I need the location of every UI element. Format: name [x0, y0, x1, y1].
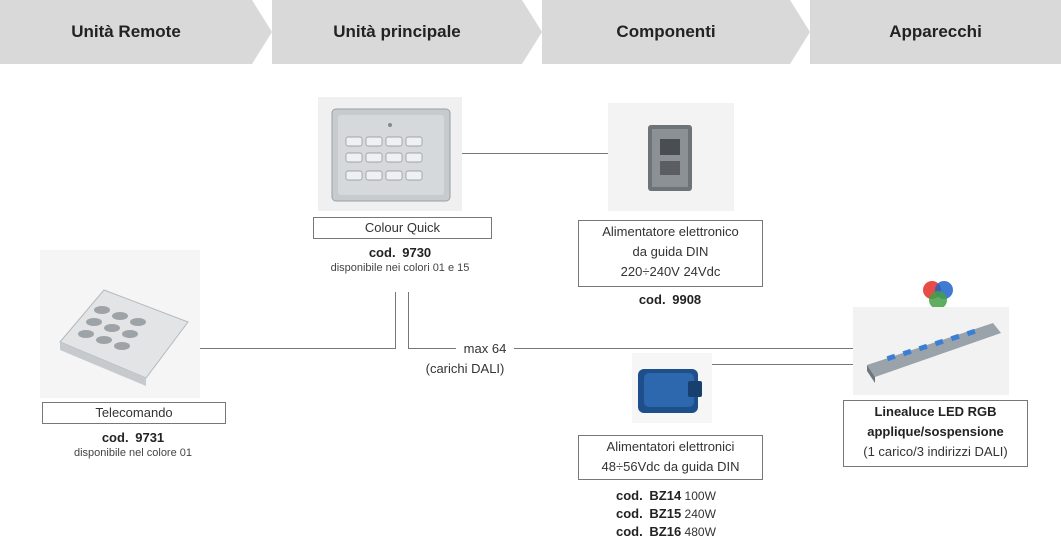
connector-bus-right [514, 348, 866, 349]
colour-quick-code: cod. 9730 [300, 245, 500, 260]
header-componenti: Componenti [542, 0, 810, 64]
code-prefix: cod. [616, 488, 643, 503]
linealuce-luminaire-image [853, 307, 1009, 395]
header-unita-remote: Unità Remote [0, 0, 272, 64]
code-number: 9908 [672, 292, 702, 307]
din-psu-line2: da guida DIN [632, 244, 709, 259]
din-psu-label-box: Alimentatore elettronico da guida DIN 22… [578, 220, 763, 287]
header-apparecchi: Apparecchi [810, 0, 1061, 64]
blue-power-supply-image [632, 353, 712, 423]
code-number: 9731 [135, 430, 165, 445]
telecomando-code: cod. 9731 [33, 430, 233, 445]
psu-code-row: cod. BZ16 480W [616, 523, 786, 541]
connector-psu-to-luminaire [710, 364, 866, 365]
din-psu-code: cod. 9908 [570, 292, 770, 307]
header-unita-principale: Unità principale [272, 0, 542, 64]
linealuce-label-box: Linealuce LED RGB applique/sospensione (… [843, 400, 1028, 467]
code-prefix: cod. [101, 430, 129, 445]
psu-multi-line1: Alimentatori elettronici [606, 439, 735, 454]
telecomando-note: disponibile nel colore 01 [73, 447, 193, 459]
code-number: BZ15 [649, 506, 682, 521]
connector-bus-left [408, 348, 456, 349]
din-power-supply-image [608, 103, 734, 211]
code-prefix: cod. [368, 245, 396, 260]
code-power: 100W [684, 489, 716, 503]
colour-quick-device-image [318, 97, 462, 211]
code-prefix: cod. [616, 524, 643, 539]
connector-main-down-right [408, 292, 409, 349]
din-psu-line3: 220÷240V 24Vdc [620, 264, 721, 279]
psu-multi-label-box: Alimentatori elettronici 48÷56Vdc da gui… [578, 435, 763, 480]
code-power: 480W [684, 525, 716, 539]
code-number: BZ16 [649, 524, 682, 539]
linealuce-line1: Linealuce LED RGB [874, 404, 997, 419]
connector-remote-to-main [196, 348, 396, 349]
linealuce-line2: applique/sospensione [867, 424, 1004, 439]
psu-multi-codes: cod. BZ14 100W cod. BZ15 240W cod. BZ16 … [600, 487, 786, 541]
psu-code-row: cod. BZ15 240W [616, 505, 786, 523]
code-prefix: cod. [616, 506, 643, 521]
bus-loads-label: (carichi DALI) [425, 361, 505, 376]
linealuce-line3: (1 carico/3 indirizzi DALI) [863, 444, 1008, 459]
connector-main-down-left [395, 292, 396, 348]
rgb-color-icon [923, 281, 953, 309]
colour-quick-label-box: Colour Quick [313, 217, 492, 239]
code-prefix: cod. [638, 292, 666, 307]
telecomando-label-box: Telecomando [42, 402, 226, 424]
code-number: BZ14 [649, 488, 682, 503]
psu-multi-line2: 48÷56Vdc da guida DIN [601, 459, 740, 474]
connector-main-to-psu [462, 153, 612, 154]
colour-quick-note: disponibile nei colori 01 e 15 [330, 262, 470, 274]
din-psu-line1: Alimentatore elettronico [602, 224, 739, 239]
code-power: 240W [684, 507, 716, 521]
code-number: 9730 [402, 245, 432, 260]
bus-max-label: max 64 [456, 341, 514, 356]
telecomando-remote-image [40, 250, 200, 398]
psu-code-row: cod. BZ14 100W [616, 487, 786, 505]
